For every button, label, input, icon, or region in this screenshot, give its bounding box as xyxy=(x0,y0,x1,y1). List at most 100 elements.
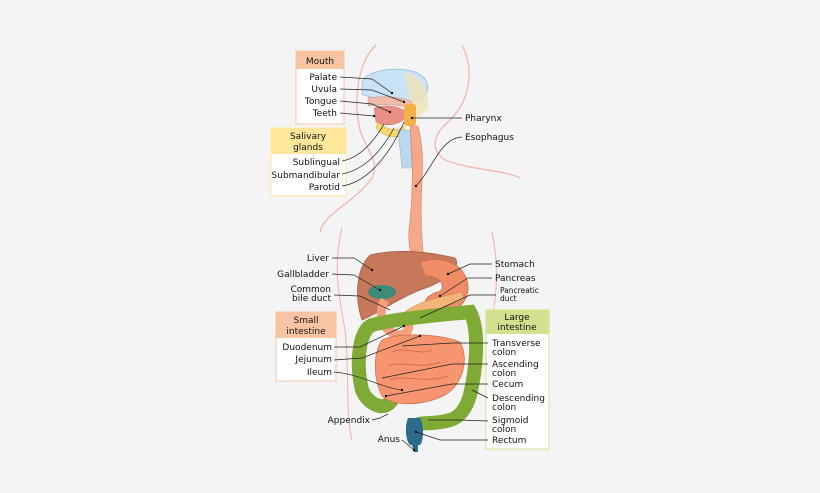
teeth-label: Teeth xyxy=(312,109,337,119)
leader-pancreas xyxy=(439,277,492,297)
large-intestine-title-line2: intestine xyxy=(497,323,537,333)
sigmoid-colon-label-2: colon xyxy=(492,425,516,435)
pharynx-label: Pharynx xyxy=(465,114,502,124)
pancreatic-duct-label-2: duct xyxy=(500,294,517,303)
leader-parotid xyxy=(341,121,405,187)
mouth-header xyxy=(296,51,344,69)
gallbladder-shape xyxy=(368,285,396,299)
transverse-colon-label-1: Transverse xyxy=(491,339,541,349)
tongue-shape xyxy=(373,105,409,125)
leader-ileum xyxy=(333,371,403,391)
anatomy-illustration xyxy=(319,44,521,452)
leader-uvula xyxy=(339,88,405,103)
large-intestine-header xyxy=(486,310,549,334)
rectum-shape xyxy=(405,418,423,445)
stomach-label: Stomach xyxy=(495,260,535,270)
dot-pancreas xyxy=(438,294,442,298)
esophagus-label: Esophagus xyxy=(465,133,514,143)
large-intestine-title-line1: Large xyxy=(504,313,530,323)
duodenum-label: Duodenum xyxy=(282,343,332,353)
descending-colon-label-2: colon xyxy=(492,403,516,413)
sublingual-label: Sublingual xyxy=(293,158,340,168)
leader-duodenum xyxy=(334,325,405,348)
anus-shape xyxy=(412,445,418,452)
dot-anus xyxy=(412,448,416,452)
leader-esophagus xyxy=(415,136,463,187)
dot-duodenum xyxy=(402,324,406,328)
sigmoid-colon-label-1: Sigmoid xyxy=(492,416,528,426)
leader-anus xyxy=(401,439,415,451)
leader-stomach xyxy=(447,263,492,275)
leader-liver xyxy=(332,257,373,271)
rectum-label: Rectum xyxy=(492,436,526,446)
trachea-shape xyxy=(397,129,413,169)
salivary-glands-group: Salivary glands Sublingual Submandibular… xyxy=(270,127,347,197)
leader-lines xyxy=(331,76,496,451)
dot-esophagus xyxy=(414,184,418,188)
large-intestine-shape xyxy=(351,304,484,435)
small-intestine-group: Small intestine Duodenum Jejunum Ileum xyxy=(275,311,337,382)
palate-label: Palate xyxy=(309,73,337,83)
liver-label: Liver xyxy=(307,254,329,264)
salivary-header xyxy=(271,128,346,154)
dot-stomach xyxy=(446,272,450,276)
cecum-label: Cecum xyxy=(492,380,523,390)
mouth-title: Mouth xyxy=(306,57,334,67)
pancreas-label: Pancreas xyxy=(495,274,536,284)
leader-transverse-colon xyxy=(401,342,488,347)
transverse-colon-label-2: colon xyxy=(492,348,516,358)
body-outline-head-right xyxy=(434,44,521,179)
dot-pharynx xyxy=(410,116,414,120)
jejunum-label: Jejunum xyxy=(294,355,332,365)
leader-teeth xyxy=(339,112,375,117)
small-intestine-folds xyxy=(387,349,449,381)
salivary-title-line2: glands xyxy=(293,143,323,153)
anus-label: Anus xyxy=(378,435,401,445)
leader-common-bile-duct xyxy=(333,294,391,311)
salivary-title-line1: Salivary xyxy=(290,132,327,142)
leader-ascending-colon xyxy=(381,363,488,379)
leader-appendix xyxy=(371,413,389,421)
parotid-label: Parotid xyxy=(309,183,340,193)
leader-cecum xyxy=(385,383,488,397)
leader-tongue xyxy=(339,100,391,113)
descending-colon-label-1: Descending xyxy=(492,394,545,404)
dot-cecum xyxy=(384,394,388,398)
mouth-group: Mouth Palate Uvula Tongue Teeth xyxy=(295,50,345,125)
leader-gallbladder xyxy=(331,273,381,291)
pharynx-shape xyxy=(404,104,416,126)
leader-jejunum xyxy=(333,335,421,361)
dot-rectum xyxy=(414,430,418,434)
small-intestine-header xyxy=(276,312,336,338)
dot-jejunum xyxy=(418,334,422,338)
dot-uvula xyxy=(402,100,406,104)
body-outline-torso-left xyxy=(336,227,353,441)
ascending-colon-label-2: colon xyxy=(492,369,516,379)
leader-rectum xyxy=(415,431,488,441)
dot-ileum xyxy=(400,388,404,392)
dot-tongue xyxy=(388,110,392,114)
leader-sigmoid-colon xyxy=(428,419,489,422)
small-intestine-shape xyxy=(374,334,465,405)
skull-shade xyxy=(405,72,429,118)
dot-liver xyxy=(370,268,374,272)
common-bile-duct-label-2: bile duct xyxy=(292,294,331,304)
leader-dots xyxy=(370,91,450,452)
tongue-label: Tongue xyxy=(304,97,338,107)
body-outline-head-left xyxy=(319,44,377,233)
ileum-label: Ileum xyxy=(307,368,332,378)
dot-teeth xyxy=(372,114,376,118)
small-intestine-title-line1: Small xyxy=(294,316,319,326)
leader-submandibular xyxy=(341,127,395,175)
common-bile-duct-label-1: Common xyxy=(290,285,331,295)
dot-gallbladder xyxy=(378,288,382,292)
ascending-colon-label-1: Ascending xyxy=(492,360,539,370)
pancreatic-duct-label-1: Pancreatic xyxy=(500,286,539,295)
gallbladder-label: Gallbladder xyxy=(277,270,329,280)
small-intestine-title-line2: intestine xyxy=(286,327,326,337)
leader-sublingual xyxy=(341,123,385,162)
submandibular-label: Submandibular xyxy=(272,171,341,181)
large-intestine-group: Large intestine Transverse colon Ascendi… xyxy=(485,309,550,450)
leader-palate xyxy=(339,76,393,94)
